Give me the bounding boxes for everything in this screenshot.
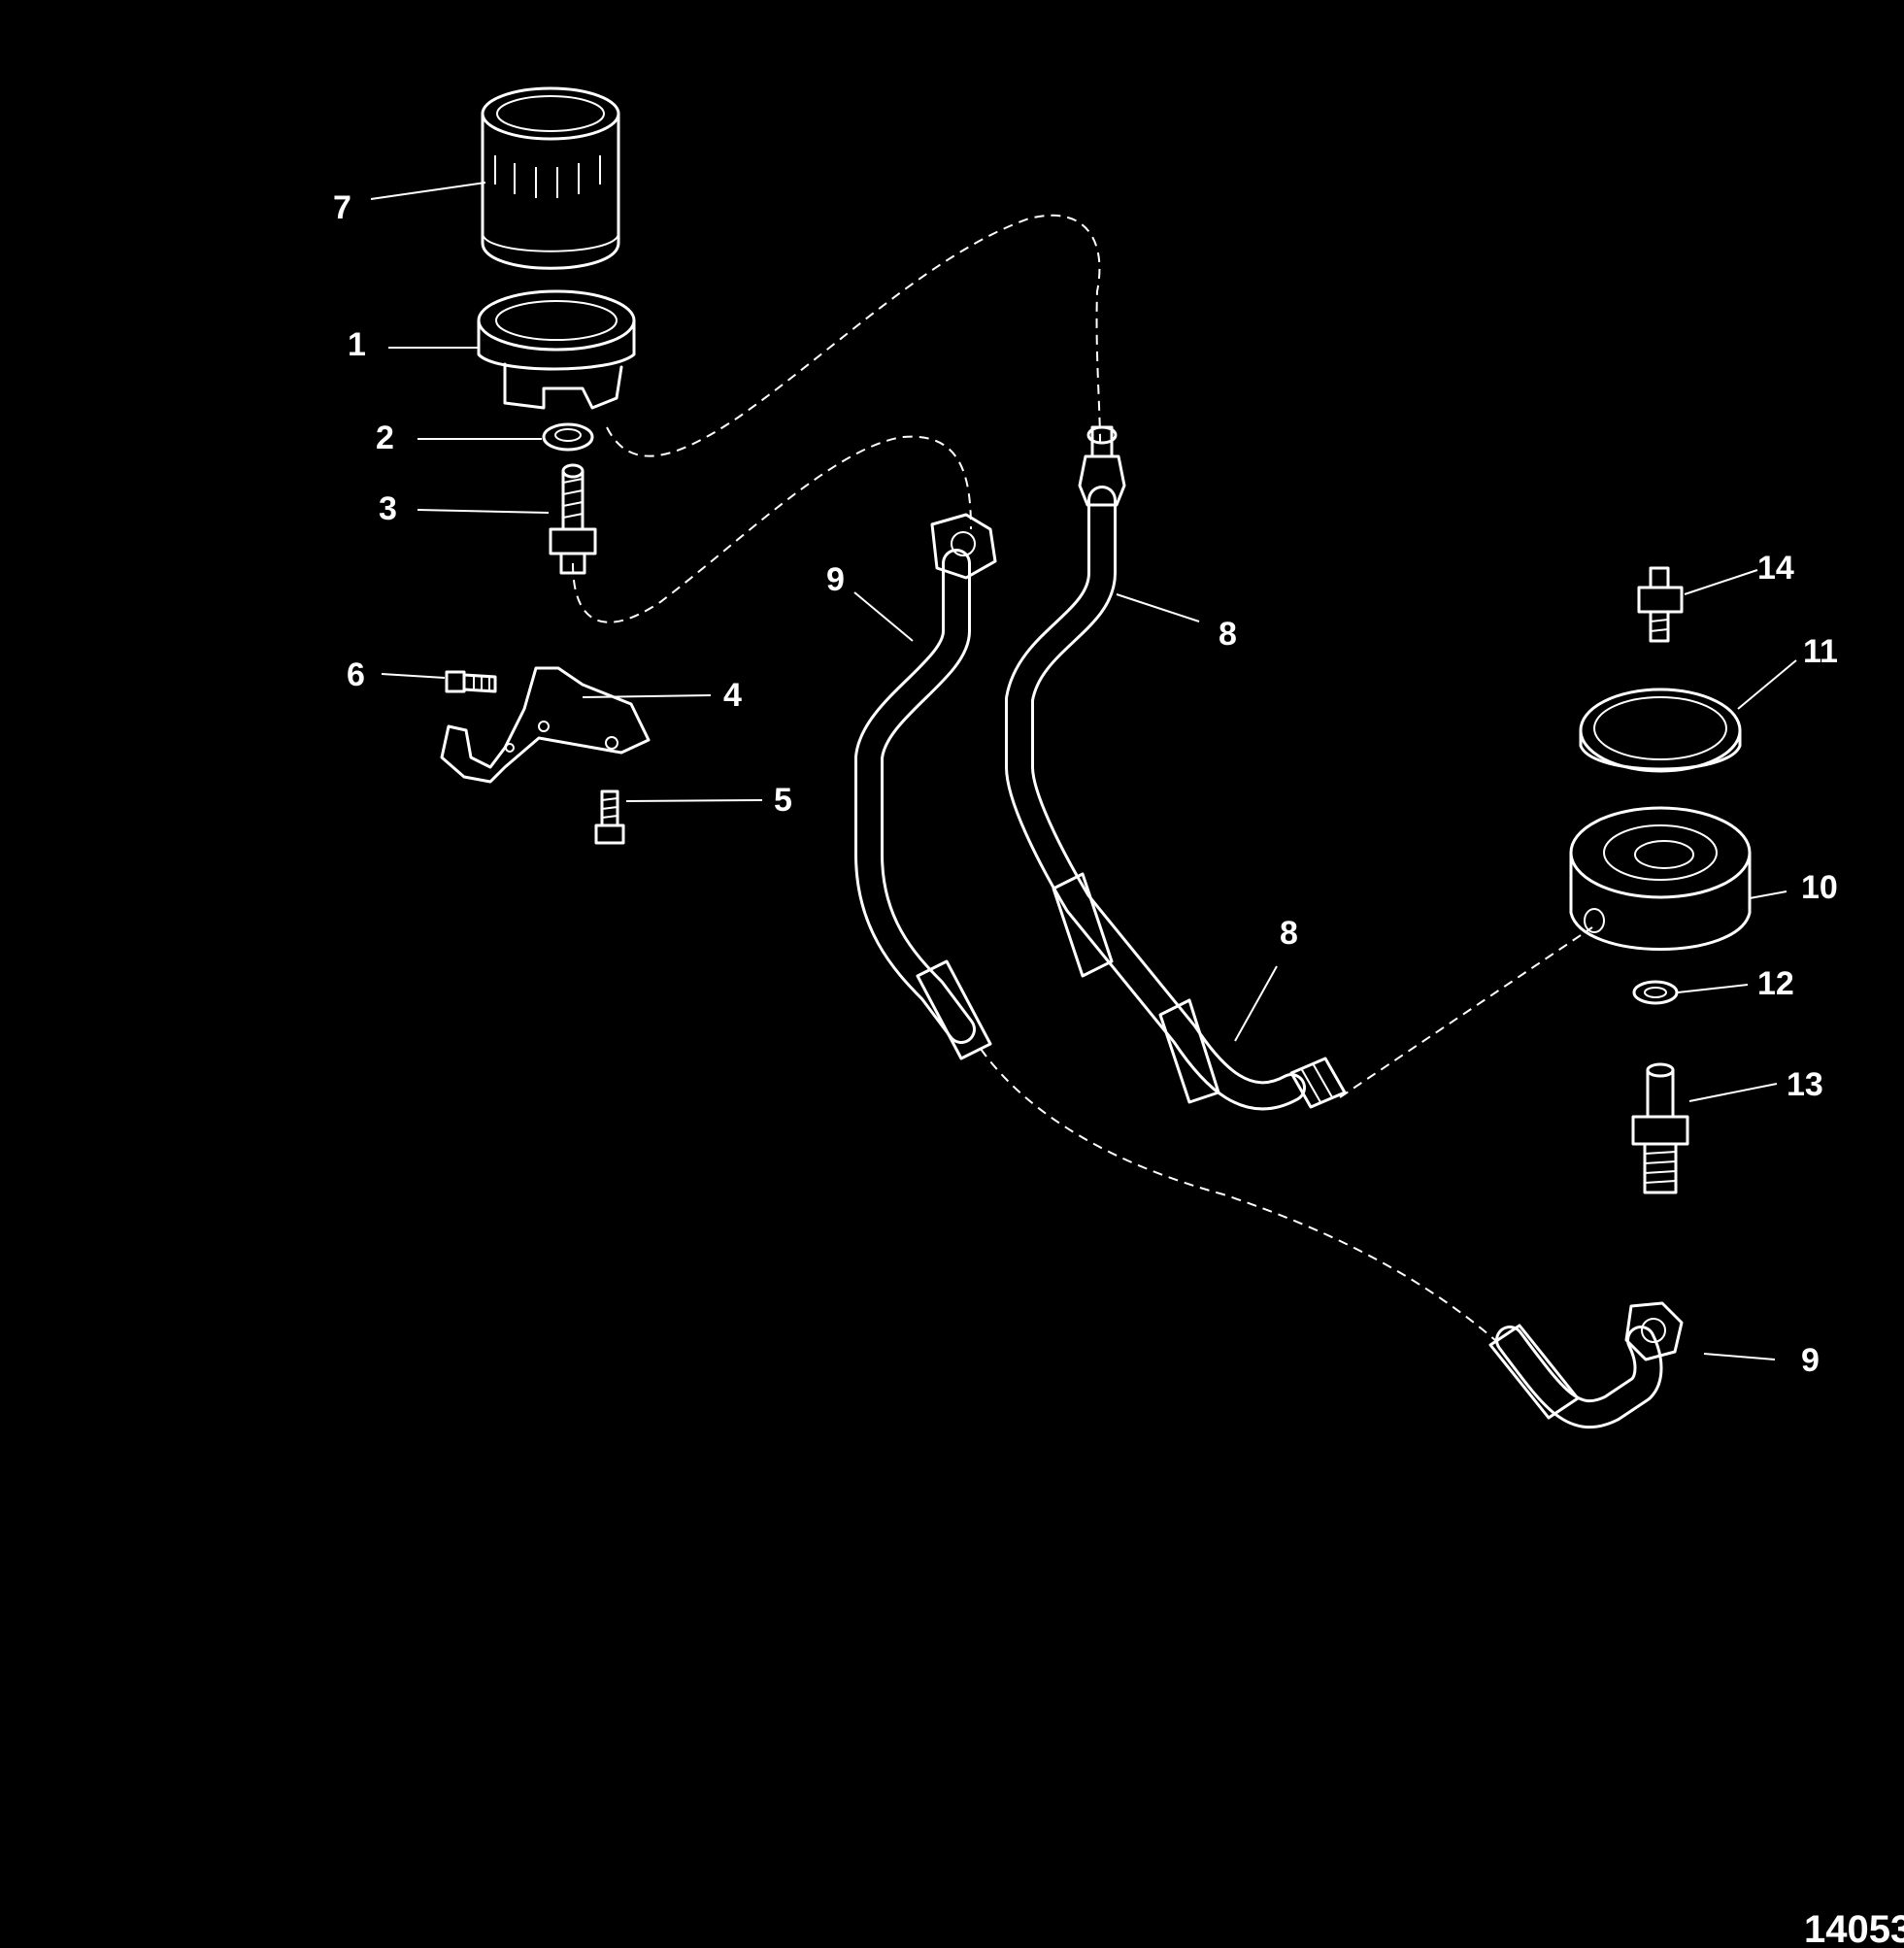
callout-7: 7 xyxy=(333,189,351,226)
remote-adapter-drawing xyxy=(1569,806,1752,951)
bracket-bolt-drawing xyxy=(594,789,625,845)
bracket-screw-drawing xyxy=(445,670,497,693)
callout-13: 13 xyxy=(1787,1066,1823,1103)
callout-11: 11 xyxy=(1803,633,1838,670)
callout-9b: 9 xyxy=(1801,1342,1820,1379)
hose-8-drawing xyxy=(1005,425,1347,1111)
adapter-fitting-drawing xyxy=(549,463,597,575)
callout-8a: 8 xyxy=(1219,616,1237,653)
callout-12: 12 xyxy=(1757,965,1794,1002)
leader-lines xyxy=(370,182,1797,1360)
callout-14: 14 xyxy=(1757,550,1794,587)
callout-2: 2 xyxy=(376,420,394,456)
callout-5: 5 xyxy=(774,782,792,819)
callout-1: 1 xyxy=(348,326,366,363)
callout-8b: 8 xyxy=(1280,915,1298,952)
o-ring-drawing xyxy=(542,422,594,452)
oil-filter-drawing xyxy=(481,86,620,270)
seal-ring-drawing xyxy=(1579,688,1742,773)
callout-labels: 7 1 2 3 6 4 5 9 8 14 11 10 8 12 13 9 xyxy=(333,189,1838,1379)
bracket-drawing xyxy=(440,666,651,784)
callout-3: 3 xyxy=(379,490,397,527)
callout-6: 6 xyxy=(347,656,365,693)
hose-9-drawing xyxy=(854,513,1684,1429)
callout-4: 4 xyxy=(723,677,742,714)
adapter-stud-drawing xyxy=(1631,1062,1689,1194)
routing-lines xyxy=(572,214,1593,1341)
figure-id: 14053 xyxy=(1804,1908,1904,1948)
washer-drawing xyxy=(1632,980,1679,1005)
fitting-drawing xyxy=(1637,566,1684,643)
filter-adapter-drawing xyxy=(477,289,636,410)
callout-10: 10 xyxy=(1801,869,1838,906)
callout-9a: 9 xyxy=(826,561,845,598)
